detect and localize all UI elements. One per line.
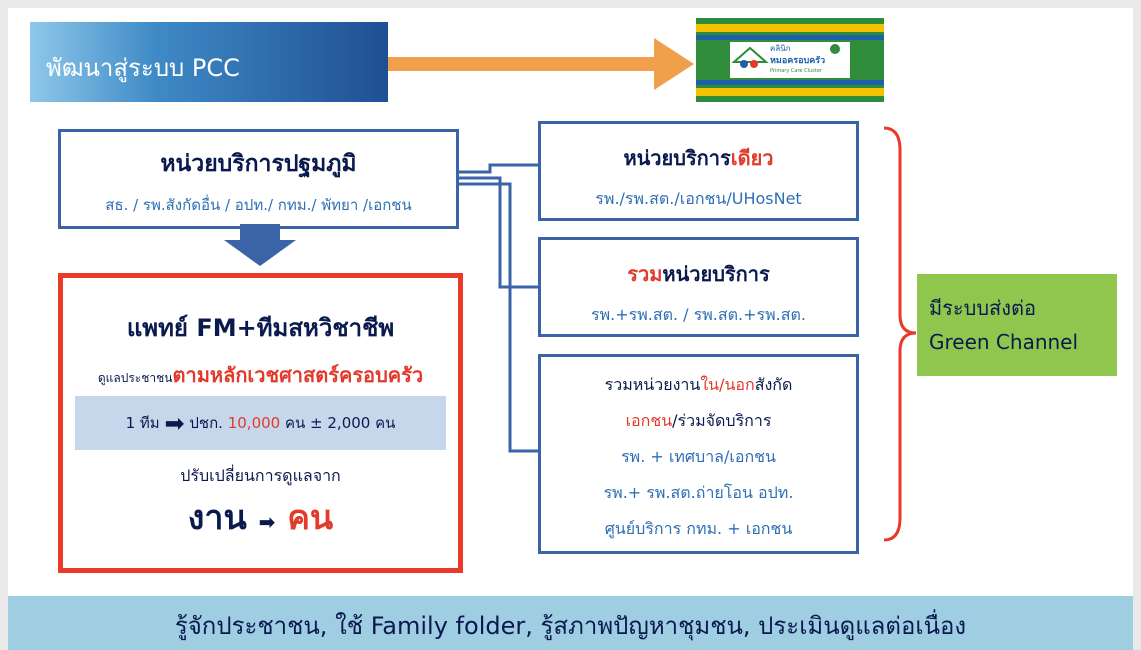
network-unit-box: รวมหน่วยงานใน/นอกสังกัด เอกชน/ร่วมจัดบริ…	[538, 354, 859, 554]
care-prefix: ดูแลประชาชน	[97, 371, 173, 385]
family-medicine-box: แพทย์ FM+ทีมสหวิชาชีพ ดูแลประชาชนตามหลัก…	[58, 273, 463, 573]
combined-unit-box: รวมหน่วยบริการ รพ.+รพ.สต. / รพ.สต.+รพ.สต…	[538, 237, 859, 337]
single-unit-heading-highlight: เดียว	[730, 146, 774, 170]
referral-box: มีระบบส่งต่อ Green Channel	[917, 274, 1117, 376]
footer-bar: รู้จักประชาชน, ใช้ Family folder, รู้สภา…	[8, 596, 1133, 650]
single-unit-subtitle: รพ./รพ.สต./เอกชน/UHosNet	[595, 189, 802, 208]
right-arrow-icon: ➡	[164, 409, 185, 438]
network-line1-sep: /	[719, 375, 725, 394]
ratio-count: 10,000	[227, 414, 281, 432]
fm-heading: แพทย์ FM+ทีมสหวิชาชีพ	[126, 314, 395, 342]
ratio-suffix: คน ± 2,000 คน	[285, 414, 396, 432]
care-principle-line: ดูแลประชาชนตามหลักเวชศาสตร์ครอบครัว	[63, 359, 458, 391]
primary-care-heading: หน่วยบริการปฐมภูมิ	[160, 151, 357, 177]
care-principle: ตามหลักเวชศาสตร์ครอบครัว	[172, 363, 424, 387]
primary-care-unit-box: หน่วยบริการปฐมภูมิ สธ. / รพ.สังกัดอื่น /…	[58, 129, 459, 229]
shift-caption: ปรับเปลี่ยนการดูแลจาก	[180, 466, 341, 485]
single-unit-box: หน่วยบริการเดียว รพ./รพ.สต./เอกชน/UHosNe…	[538, 121, 859, 221]
network-item: รพ. + เทศบาล/เอกชน	[621, 447, 776, 466]
logo-text-family-doctor: หมอครอบครัว	[770, 55, 825, 66]
combined-unit-heading-suffix: หน่วยบริการ	[662, 262, 770, 286]
network-line2-suffix: /ร่วมจัดบริการ	[672, 411, 772, 430]
combined-unit-heading-highlight: รวม	[627, 262, 663, 286]
combined-unit-heading: รวมหน่วยบริการ	[541, 258, 856, 290]
network-line1: รวมหน่วยงานใน/นอกสังกัด	[541, 373, 856, 398]
network-line2-highlight: เอกชน	[625, 411, 673, 430]
combined-unit-subtitle: รพ.+รพ.สต. / รพ.สต.+รพ.สต.	[590, 305, 806, 324]
logo-text-clinic: คลินิก	[770, 44, 791, 53]
primary-care-subtitle: สธ. / รพ.สังกัดอื่น / อปท./ กทม./ พัทยา …	[105, 196, 412, 214]
title-banner: พัฒนาสู่ระบบ PCC	[30, 22, 388, 102]
network-line1-suffix: สังกัด	[754, 375, 793, 394]
team-ratio-band: 1 ทีม ➡ ปชก. 10,000 คน ± 2,000 คน	[75, 396, 446, 450]
single-unit-heading-prefix: หน่วยบริการ	[623, 146, 731, 170]
referral-line2: Green Channel	[929, 330, 1079, 354]
network-line1-out: นอก	[724, 375, 755, 394]
network-line2: เอกชน/ร่วมจัดบริการ	[541, 409, 856, 434]
network-line1-prefix: รวมหน่วยงาน	[604, 375, 701, 394]
down-arrow-icon	[224, 224, 296, 266]
network-item: รพ.+ รพ.สต.ถ่ายโอน อปท.	[603, 483, 794, 502]
slide-title: พัฒนาสู่ระบบ PCC	[46, 54, 240, 82]
footer-text: รู้จักประชาชน, ใช้ Family folder, รู้สภา…	[174, 612, 967, 640]
shift-to: คน	[287, 498, 334, 538]
logo-text-pcc: Primary Care Cluster	[770, 68, 823, 74]
shift-from: งาน	[187, 498, 247, 538]
pcc-logo: คลินิก หมอครอบครัว Primary Care Cluster	[696, 18, 884, 102]
ratio-team: 1 ทีม	[125, 414, 160, 432]
shift-line: งาน ➡ คน	[63, 490, 458, 544]
network-item: ศูนย์บริการ กทม. + เอกชน	[604, 519, 793, 538]
right-arrow-icon: ➡	[258, 510, 276, 534]
single-unit-heading: หน่วยบริการเดียว	[541, 142, 856, 174]
referral-line1: มีระบบส่งต่อ	[929, 296, 1037, 320]
ratio-prefix: ปชก.	[189, 414, 223, 432]
right-arrow-icon	[388, 38, 694, 90]
network-line1-in: ใน	[700, 375, 720, 394]
